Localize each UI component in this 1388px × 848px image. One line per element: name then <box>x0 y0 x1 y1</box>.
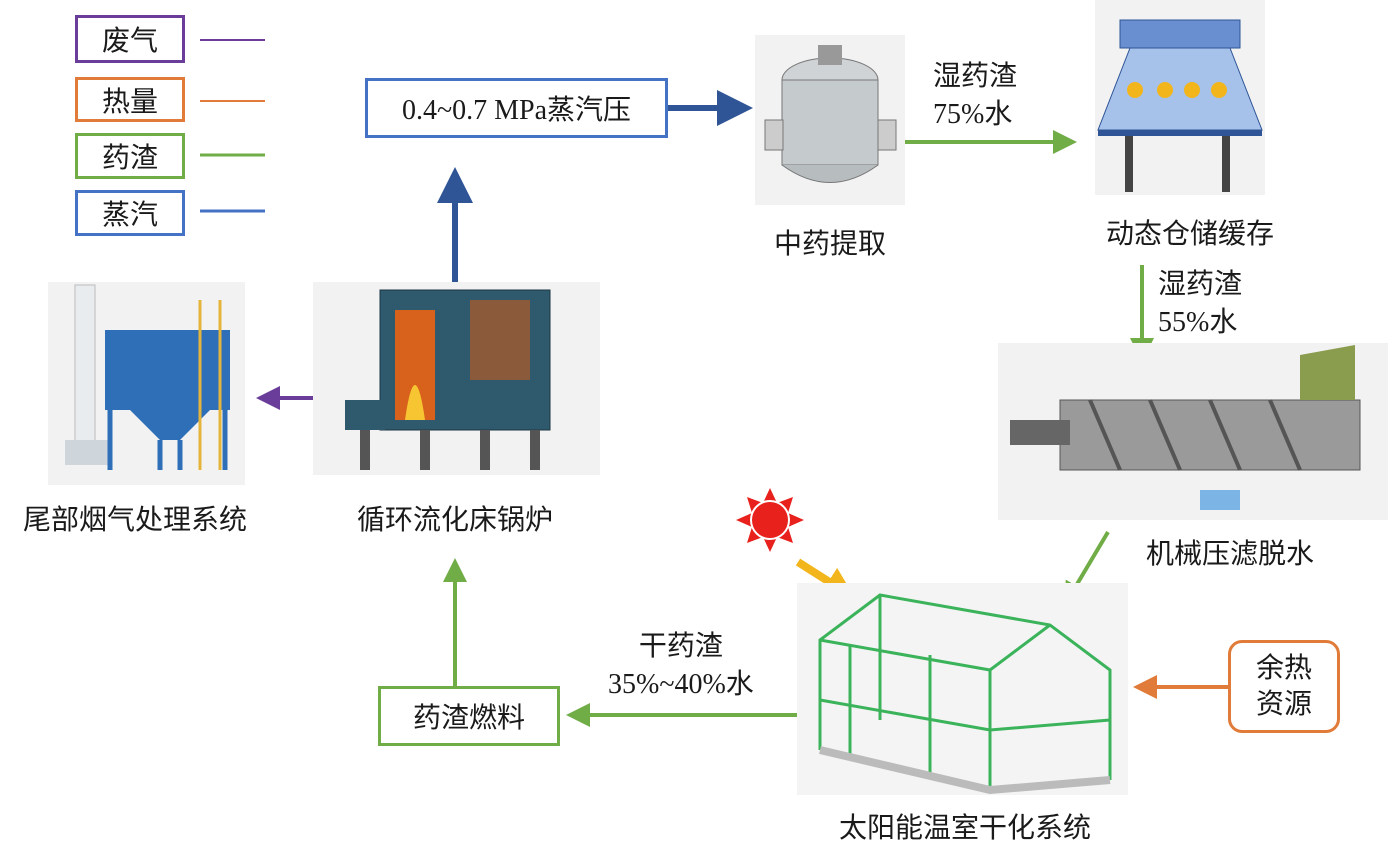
press-label: 机械压滤脱水 <box>1145 539 1315 570</box>
waste-heat-label-2: 资源 <box>1255 688 1312 720</box>
steam-pressure-label: 0.4~0.7 MPa蒸汽压 <box>401 95 632 126</box>
flow-label-line: 干药渣 <box>638 631 723 662</box>
screw-press-image <box>998 343 1388 520</box>
legend-label: 蒸汽 <box>101 200 158 231</box>
legend-label: 废气 <box>101 26 158 57</box>
flow-label-line: 湿药渣 <box>1158 269 1243 300</box>
flow-label-wet-55: 湿药渣 55%水 <box>1158 266 1242 342</box>
legend-label: 热量 <box>101 86 158 118</box>
extraction-label: 中药提取 <box>773 229 887 260</box>
waste-heat-box: 余热 资源 <box>1228 640 1340 733</box>
flow-label-wet-75: 湿药渣 75%水 <box>933 58 1017 134</box>
boiler-image <box>313 282 600 475</box>
residue-fuel-label: 药渣燃料 <box>412 703 525 734</box>
flow-label-line: 35%~40%水 <box>608 669 754 700</box>
boiler-label: 循环流化床锅炉 <box>356 505 554 536</box>
storage-label: 动态仓储缓存 <box>1105 219 1275 250</box>
steam-pressure-box: 0.4~0.7 MPa蒸汽压 <box>365 78 668 138</box>
legend-label: 药渣 <box>101 143 158 174</box>
flow-label-line: 55%水 <box>1158 307 1238 338</box>
greenhouse-label: 太阳能温室干化系统 <box>838 813 1092 844</box>
flow-label-dry: 干药渣 35%~40%水 <box>608 628 754 704</box>
legend-exhaust: 废气 <box>75 15 185 63</box>
legend-steam: 蒸汽 <box>75 190 185 236</box>
greenhouse-image <box>797 583 1128 795</box>
flow-label-line: 75%水 <box>933 99 1013 130</box>
waste-heat-label-1: 余热 <box>1255 652 1312 684</box>
flue-label: 尾部烟气处理系统 <box>22 505 248 536</box>
storage-silo-image <box>1095 0 1265 195</box>
residue-fuel-box: 药渣燃料 <box>378 686 560 746</box>
legend-heat: 热量 <box>75 77 185 122</box>
extraction-tank-image <box>755 35 905 205</box>
flow-label-line: 湿药渣 <box>933 61 1018 92</box>
legend-residue: 药渣 <box>75 133 185 179</box>
flue-treatment-image <box>48 282 245 485</box>
sun-icon <box>736 488 804 552</box>
